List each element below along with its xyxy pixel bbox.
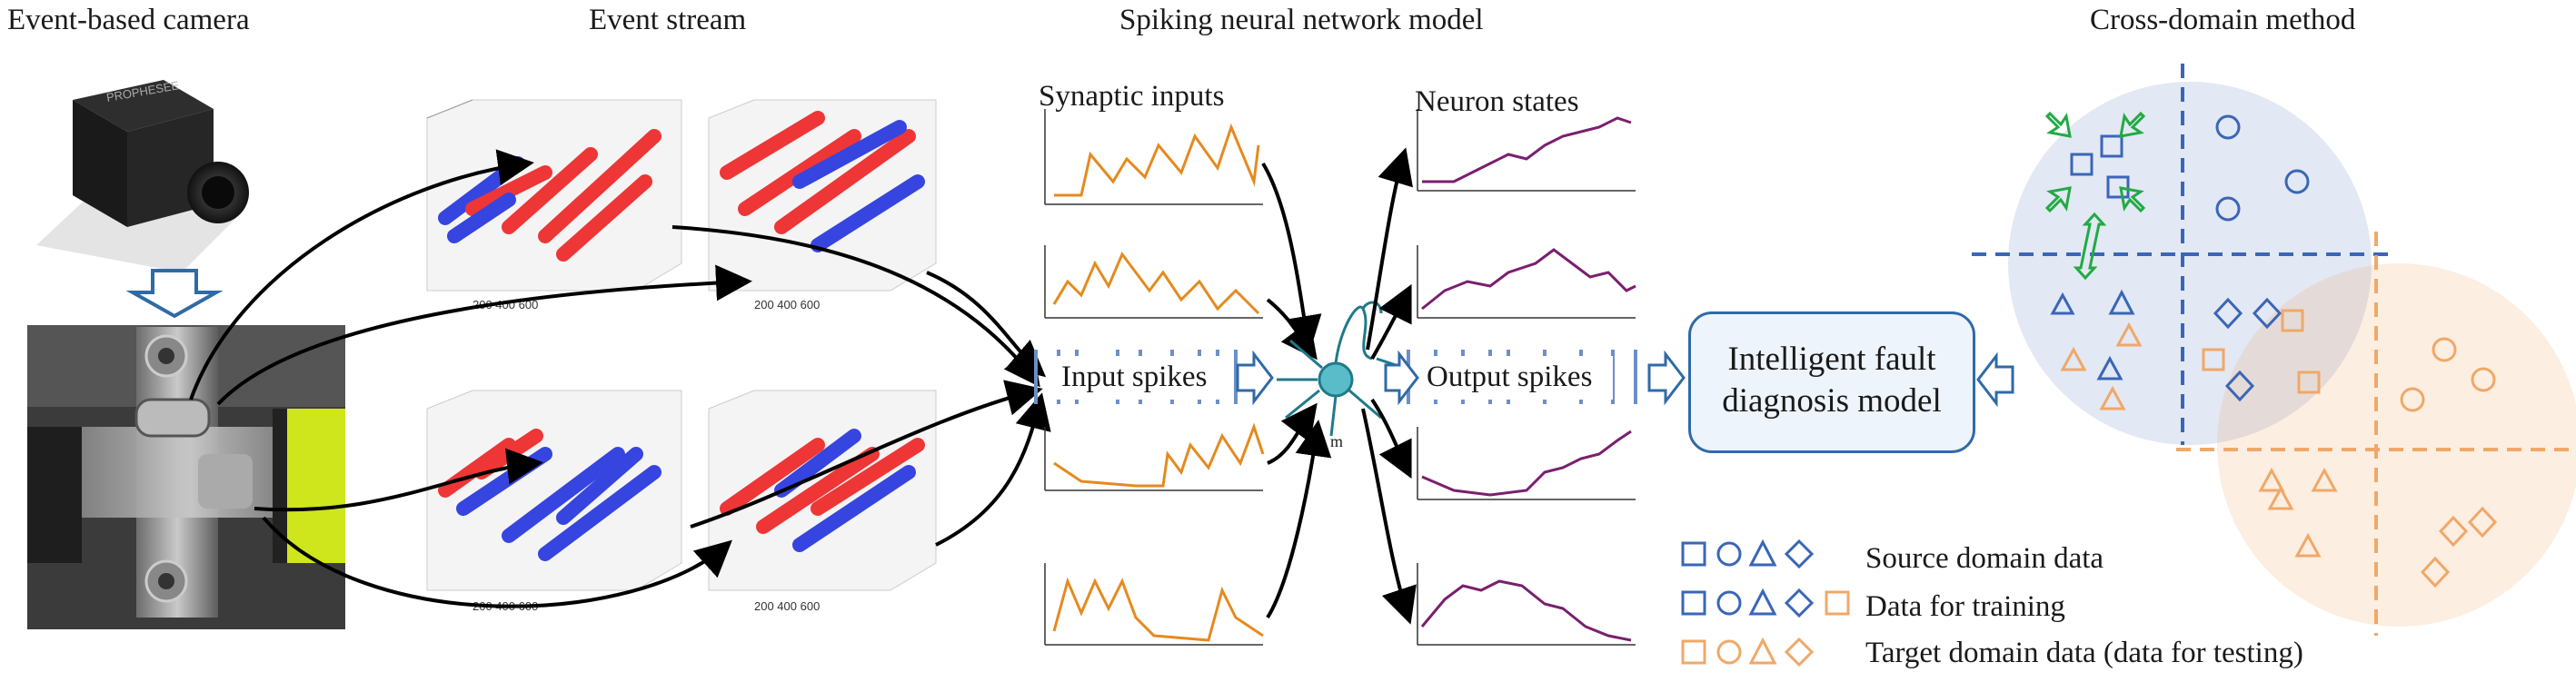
test-rig-photo [27,325,345,629]
event-plot-2: 200 400 600 [708,99,937,311]
camera-to-stream-arrows [189,149,752,608]
input-spike-arrow [1236,350,1274,406]
event-plot-3: 200 400 600 [426,390,682,613]
legend-training: Data for training [1865,590,2065,623]
neuron-state-trace-4 [1417,563,1636,646]
diagnosis-model-box [1688,311,1975,453]
event-camera-icon: PROPHESEE [36,78,249,272]
synaptic-trace-4 [1044,563,1264,646]
svg-text:200 400 600: 200 400 600 [754,298,820,311]
diagnosis-model-label: Intelligent fault diagnosis model [1688,339,1975,423]
event-plot-1: 200 400 600 [426,99,682,311]
synaptic-trace-2 [1044,245,1263,319]
legend-source: Source domain data [1865,542,2104,575]
neuron-states-label: Neuron states [1415,85,1579,118]
camera-down-arrow [125,269,224,319]
event-plot-4: 200 400 600 [708,390,937,613]
synaptic-trace-3 [1044,422,1265,491]
neuron-state-trace-1 [1417,109,1636,192]
title-event-camera: Event-based camera [7,4,250,36]
output-to-model-arrow [1647,350,1686,406]
cross-domain-diagram [1972,64,2576,636]
synaptic-to-neuron-arrows [1261,162,1332,619]
synaptic-trace-1 [1044,109,1263,205]
soma-label: m [1330,432,1343,450]
title-snn-model: Spiking neural network model [1119,4,1484,36]
neuron-state-trace-2 [1417,245,1636,319]
diagnosis-model-line-1: Intelligent fault [1727,341,1936,378]
output-spikes-label: Output spikes [1427,361,1593,393]
cross-to-model-arrow [1976,351,2014,408]
title-cross-domain: Cross-domain method [2090,4,2356,36]
stream-to-input-arrows [671,225,1051,547]
input-spikes-label: Input spikes [1061,361,1208,393]
svg-text:200 400 600: 200 400 600 [754,599,820,613]
neuron-to-states-arrows [1361,147,1417,625]
synaptic-inputs-label: Synaptic inputs [1039,80,1225,113]
neuron-state-trace-3 [1417,427,1636,500]
title-event-stream: Event stream [589,4,747,36]
legend-target: Target domain data (data for testing) [1865,637,2303,669]
diagnosis-model-line-2: diagnosis model [1722,382,1942,420]
legend-icons [1681,539,1850,667]
neuron-to-output-arrow [1384,350,1419,406]
